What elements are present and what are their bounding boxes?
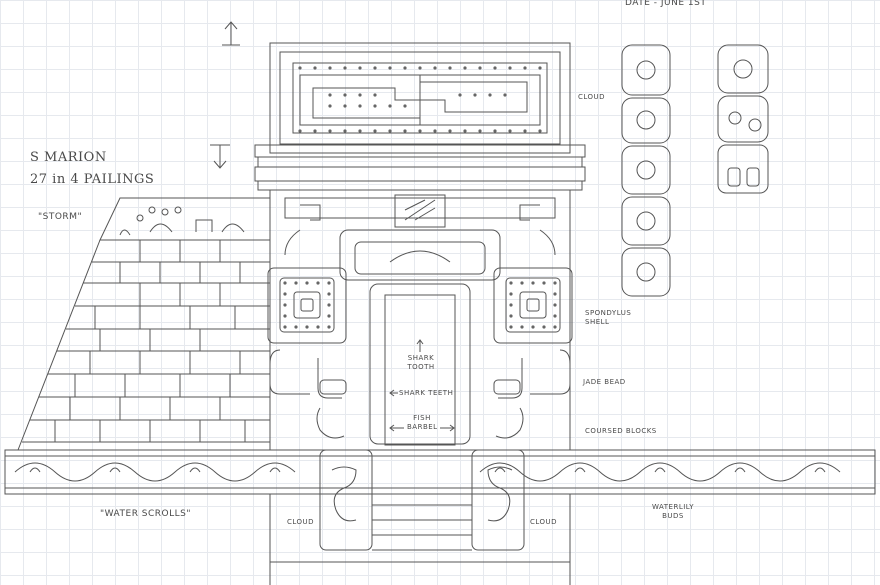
pyramid-stairs bbox=[17, 197, 271, 451]
lower-base bbox=[269, 449, 571, 585]
cloud-left-label: CLOUD bbox=[287, 518, 315, 526]
storm-label: "STORM" bbox=[38, 212, 83, 222]
note-line-2: 27 in 4 PAILINGS bbox=[30, 172, 155, 187]
shark-tooth-label: SHARK TOOTH bbox=[407, 354, 435, 371]
cornice bbox=[254, 144, 586, 191]
water-scrolls-label: "WATER SCROLLS" bbox=[100, 509, 192, 519]
jade-bead-label: JADE BEAD bbox=[583, 378, 626, 386]
roof-comb-dots bbox=[298, 66, 542, 133]
right-mask-panel-dots bbox=[509, 281, 557, 329]
date-note: DATE - JUNE 1ST bbox=[625, 0, 707, 8]
note-line-1: S MARION bbox=[30, 150, 107, 165]
cloud-top-label: CLOUD bbox=[578, 93, 606, 101]
shark-teeth-label: SHARK TEETH bbox=[399, 389, 454, 397]
left-mask-panel bbox=[267, 267, 347, 439]
temple-facade bbox=[269, 189, 571, 451]
coursed-blocks-label: COURSED BLOCKS bbox=[585, 427, 657, 435]
glyph-column-left bbox=[621, 44, 671, 297]
right-mask-panel bbox=[493, 267, 573, 439]
roof-comb bbox=[269, 42, 571, 154]
left-mask-panel-dots bbox=[283, 281, 331, 329]
arrow-up-icon bbox=[222, 21, 240, 46]
annotation-arrows bbox=[389, 339, 455, 432]
cloud-right-label: CLOUD bbox=[530, 518, 558, 526]
water-scroll-band bbox=[4, 449, 876, 495]
spondylus-shell-label: SPONDYLUS SHELL bbox=[585, 309, 632, 326]
fish-barbel-label: FISH BARBEL bbox=[407, 414, 438, 431]
waterlily-buds-label: WATERLILY BUDS bbox=[651, 503, 695, 520]
glyph-column-right bbox=[717, 44, 769, 194]
arrow-down-icon bbox=[210, 144, 230, 169]
